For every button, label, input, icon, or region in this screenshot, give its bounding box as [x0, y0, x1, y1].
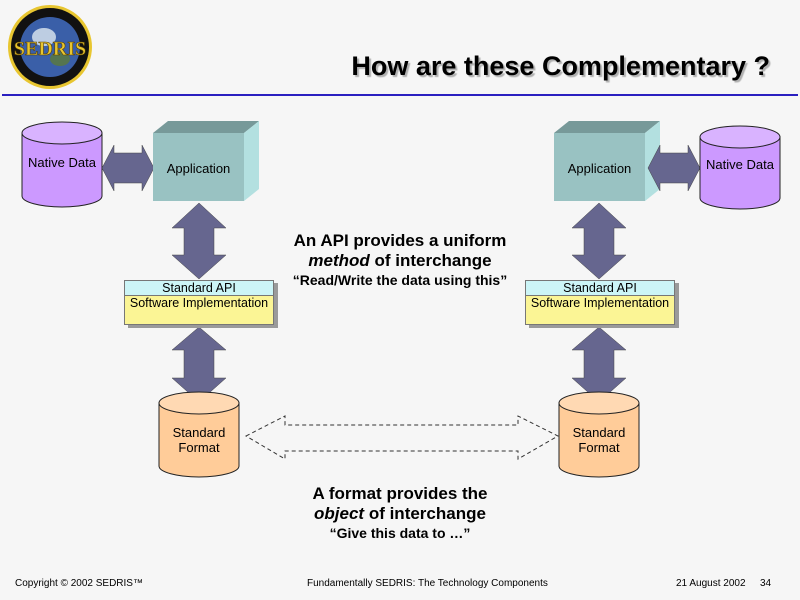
format-caption-line1: A format provides the	[312, 484, 488, 503]
right-standard-format-label: Standard Format	[572, 425, 626, 455]
left-software-implementation-layer: Software Implementation	[124, 295, 274, 325]
api-caption-line2: method of interchange	[308, 251, 492, 270]
api-caption-quote: “Read/Write the data using this”	[292, 272, 508, 288]
title-divider	[2, 94, 798, 96]
format-caption-line2: object of interchange	[314, 504, 486, 523]
format-interchange-dashed-arrow	[244, 415, 560, 460]
right-api-stack: Standard API Software Implementation	[525, 280, 675, 325]
format-caption-emphasis: object	[314, 504, 365, 523]
right-app-api-arrow	[571, 202, 627, 280]
svg-text:SEDRIS: SEDRIS	[14, 38, 86, 60]
format-caption-quote: “Give this data to …”	[329, 525, 471, 541]
footer-date: 21 August 2002	[676, 578, 746, 589]
right-native-data-cylinder	[699, 125, 781, 210]
left-api-stack: Standard API Software Implementation	[124, 280, 274, 325]
left-native-app-arrow	[101, 144, 155, 192]
api-caption-emphasis: method	[308, 251, 370, 270]
right-application-box	[554, 121, 660, 201]
right-application-label: Application	[567, 161, 632, 176]
api-caption-line1: An API provides a uniform	[293, 231, 507, 250]
right-api-format-arrow	[571, 326, 627, 403]
left-standard-format-label: Standard Format	[172, 425, 226, 455]
left-native-data-label: Native Data	[28, 155, 96, 170]
left-application-label: Application	[166, 161, 231, 176]
sedris-logo: SEDRIS	[6, 3, 94, 91]
right-software-implementation-layer: Software Implementation	[525, 295, 675, 325]
footer-presentation-title: Fundamentally SEDRIS: The Technology Com…	[307, 578, 548, 589]
footer-page-number: 34	[760, 578, 772, 589]
left-app-api-arrow	[171, 202, 227, 280]
left-application-box	[153, 121, 259, 201]
api-caption: An API provides a uniform method of inte…	[260, 231, 540, 289]
slide-title: How are these Complementary ?	[351, 51, 770, 81]
left-standard-api-layer: Standard API	[124, 280, 274, 295]
footer-copyright: Copyright © 2002 SEDRIS™	[15, 578, 143, 589]
right-standard-api-layer: Standard API	[525, 280, 675, 295]
left-standard-format-cylinder	[158, 391, 240, 478]
left-native-data-cylinder	[21, 121, 103, 208]
format-caption: A format provides the object of intercha…	[260, 484, 540, 542]
right-standard-format-cylinder	[558, 391, 640, 478]
left-api-format-arrow	[171, 326, 227, 403]
right-native-data-label: Native Data	[706, 157, 774, 172]
